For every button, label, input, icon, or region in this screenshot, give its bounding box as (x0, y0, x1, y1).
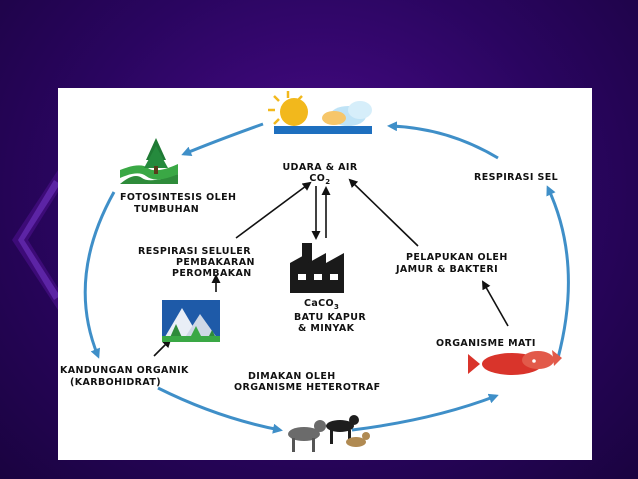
arrow-organic-to-heterotroph (157, 386, 283, 434)
atmosphere-co2-label: CO2 (309, 173, 330, 186)
tree-road-icon (120, 138, 178, 184)
arrow-atmosphere-to-photosynthesis (181, 122, 264, 156)
arrow-photosynthesis-to-organic (83, 191, 116, 359)
organic-content-label-2: (KARBOHIDRAT) (70, 377, 161, 388)
heterotroph-label-1: DIMAKAN OLEH (248, 371, 336, 382)
decomposition-label-2: JAMUR & BAKTERI (395, 264, 498, 275)
respiration-cell-label: RESPIRASI SEL (474, 172, 558, 183)
animals-icon (288, 415, 370, 452)
decomposition-label-1: PELAPUKAN OLEH (406, 252, 508, 263)
sun-cloud-icon (268, 91, 372, 134)
limestone-label-2: & MINYAK (298, 323, 355, 334)
limestone-formula: CaCO3 (304, 298, 339, 311)
organic-content-label-1: KANDUNGAN ORGANIK (60, 365, 189, 376)
respiration-combustion-label-2: PEMBAKARAN (176, 257, 255, 268)
arrow-decomposition-to-atmosphere (348, 178, 419, 247)
fish-icon (468, 350, 562, 375)
arrow-organic-icon-link (153, 338, 172, 357)
mountain-forest-icon (162, 300, 220, 342)
arrow-dead-to-respiration (546, 185, 570, 359)
arrow-respiration-to-atmosphere (387, 121, 499, 160)
arrow-respiration-combustion-to-atmosphere (235, 181, 312, 239)
arrow-heterotroph-to-dead (351, 393, 499, 432)
respiration-combustion-label-1: RESPIRASI SELULER (138, 246, 251, 257)
limestone-label-1: BATU KAPUR (294, 312, 366, 323)
carbon-cycle-panel: UDARA & AIR CO2 RESPIRASI SEL FOTOSINTES… (58, 88, 592, 460)
arrow-dead-to-decomposition (482, 280, 509, 327)
photosynthesis-label-1: FOTOSINTESIS OLEH (120, 192, 236, 203)
atmosphere-label: UDARA & AIR (282, 162, 357, 173)
photosynthesis-label-2: TUMBUHAN (134, 204, 199, 215)
carbon-cycle-diagram: UDARA & AIR CO2 RESPIRASI SEL FOTOSINTES… (60, 91, 570, 452)
heterotroph-label-2: ORGANISME HETEROTRAF (234, 382, 381, 393)
respiration-combustion-label-3: PEROMBAKAN (172, 268, 252, 279)
dead-organism-label: ORGANISME MATI (436, 338, 536, 349)
factory-icon (290, 243, 344, 293)
